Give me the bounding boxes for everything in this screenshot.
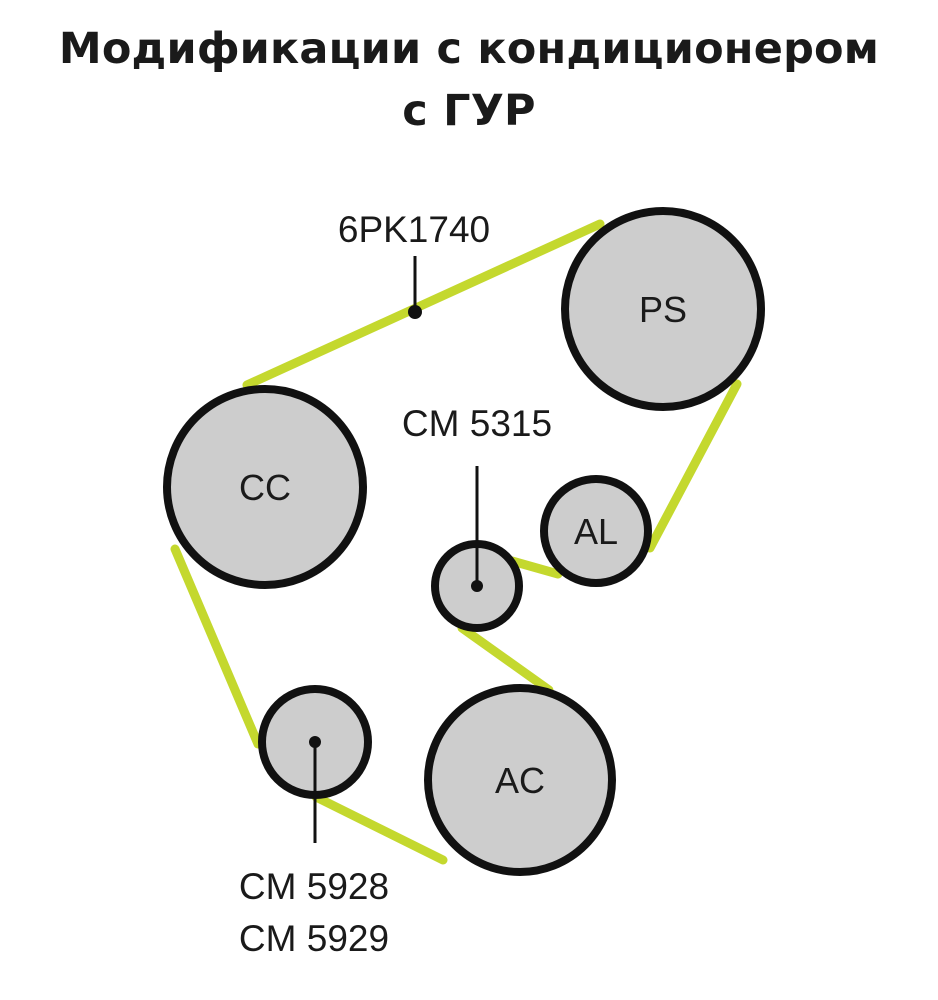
belt-segment-cc-ps [242,219,605,390]
roller-upper-label: CM 5315 [402,403,552,444]
pulley-cc-circle [163,385,367,589]
pulley-al-circle [540,475,652,587]
pulley-ac: AC [424,684,616,876]
belt-callout-dot [408,305,422,319]
belt-segment-upper-roller-ac [457,623,554,695]
belt-segment-ps-al [645,379,742,553]
pulley-al: AL [540,475,652,587]
belt-segment-ac-lower-roller [311,792,448,865]
pulley-cc-label: CC [239,467,291,508]
title-line-2: с ГУР [402,86,536,136]
roller-lower-label-line-2: CM 5929 [239,918,389,959]
pulley-ps: PS [561,207,765,411]
pulley-cc: CC [163,385,367,589]
belt-segment-lower-roller-cc [170,544,263,749]
pulley-ac-circle [424,684,616,876]
belt-callout: 6PK1740 [338,209,490,319]
title-line-1: Модификации с кондиционером [58,24,880,74]
roller-lower-label-line-1: CM 5928 [239,866,389,907]
roller-upper-callout: CM 5315 [402,403,552,586]
belt-callout-label: 6PK1740 [338,209,490,250]
belt [170,219,742,865]
pulley-ac-label: AC [495,760,545,801]
pulley-ps-circle [561,207,765,411]
pulley-ps-label: PS [639,289,687,330]
diagram-title: Модификации с кондиционером с ГУР [0,18,938,142]
roller-lower-callout: CM 5928 CM 5929 [239,742,389,959]
belt-segment-al-upper-roller [507,556,563,579]
pulley-al-label: AL [574,511,618,552]
